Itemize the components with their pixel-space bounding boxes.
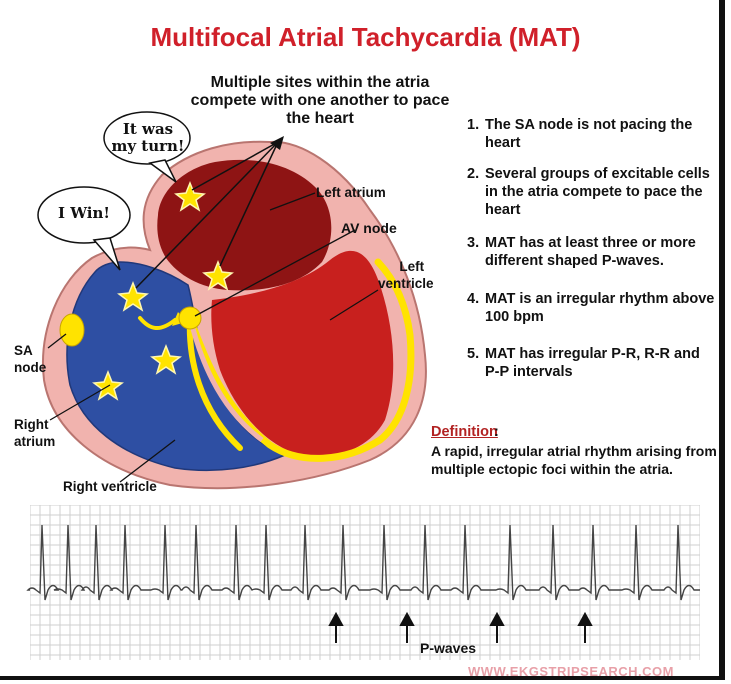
point-text: MAT has irregular P-R, R-R and P-P inter…	[485, 346, 700, 380]
septum	[189, 324, 264, 443]
right-bundle	[186, 315, 243, 451]
bundle-branches	[186, 258, 415, 462]
bubble-text-my-turn: It was my turn!	[110, 121, 186, 155]
label-right-ventricle: Right ventricle	[63, 479, 157, 494]
definition-label: Definition	[431, 424, 498, 440]
point-2: 2. Several groups of excitable cells in …	[467, 165, 717, 219]
point-text: The SA node is not pacing the heart	[485, 117, 693, 151]
label-left-atrium: Left atrium	[316, 185, 386, 200]
label-sa-node: SA node	[14, 342, 46, 376]
point-5: 5. MAT has irregular P-R, R-R and P-P in…	[467, 345, 717, 381]
page-title: Multifocal Atrial Tachycardia (MAT)	[150, 22, 581, 52]
label-line: Left	[399, 259, 425, 274]
label-line: Right	[14, 417, 49, 432]
label-leaders	[47, 192, 379, 483]
p-wave-arrows	[328, 611, 593, 643]
definition-colon: :	[494, 424, 499, 440]
av-conduction-path	[138, 316, 177, 330]
label-line: ventricle	[378, 276, 434, 291]
point-number: 2.	[467, 166, 480, 182]
point-number: 5.	[467, 346, 480, 362]
bubble-line-2: my turn!	[111, 137, 185, 155]
label-line: SA	[14, 343, 33, 358]
point-1: 1. The SA node is not pacing the heart	[467, 116, 717, 152]
label-line: atrium	[14, 434, 56, 449]
left-atrium-chamber	[157, 159, 332, 291]
label-line: node	[14, 360, 47, 375]
point-3: 3. MAT has at least three or more differ…	[467, 234, 717, 270]
p-waves-label: P-waves	[420, 640, 477, 656]
speech-bubble-my-turn	[103, 111, 191, 183]
diagram-caption: Multiple sites within the atria compete …	[190, 74, 450, 127]
label-av-node: AV node	[341, 220, 397, 236]
bubble-line-1: It was	[122, 120, 174, 138]
sa-node-shape	[59, 313, 85, 347]
left-ventricle-chamber	[211, 250, 394, 457]
point-4: 4. MAT is an irregular rhythm above 100 …	[467, 290, 717, 326]
label-right-atrium: Right atrium	[14, 416, 55, 450]
point-text: Several groups of excitable cells in the…	[485, 166, 710, 218]
ecg-grid	[30, 505, 700, 660]
point-number: 1.	[467, 117, 480, 133]
point-number: 3.	[467, 235, 480, 251]
caption-arrowhead	[270, 136, 284, 150]
point-text: MAT is an irregular rhythm above 100 bpm	[485, 291, 715, 325]
label-left-ventricle: Left ventricle	[378, 258, 434, 292]
bubble-text-win: I Win!	[57, 204, 110, 222]
watermark: WWW.EKGSTRIPSEARCH.COM	[468, 664, 674, 679]
ecg-trace	[26, 524, 700, 601]
definition-text: A rapid, irregular atrial rhythm arising…	[431, 443, 717, 477]
speech-bubble-win	[37, 186, 131, 271]
av-node-shape	[178, 306, 202, 330]
point-number: 4.	[467, 291, 480, 307]
caption-pointers	[135, 141, 279, 289]
point-text: MAT has at least three or more different…	[485, 235, 696, 269]
